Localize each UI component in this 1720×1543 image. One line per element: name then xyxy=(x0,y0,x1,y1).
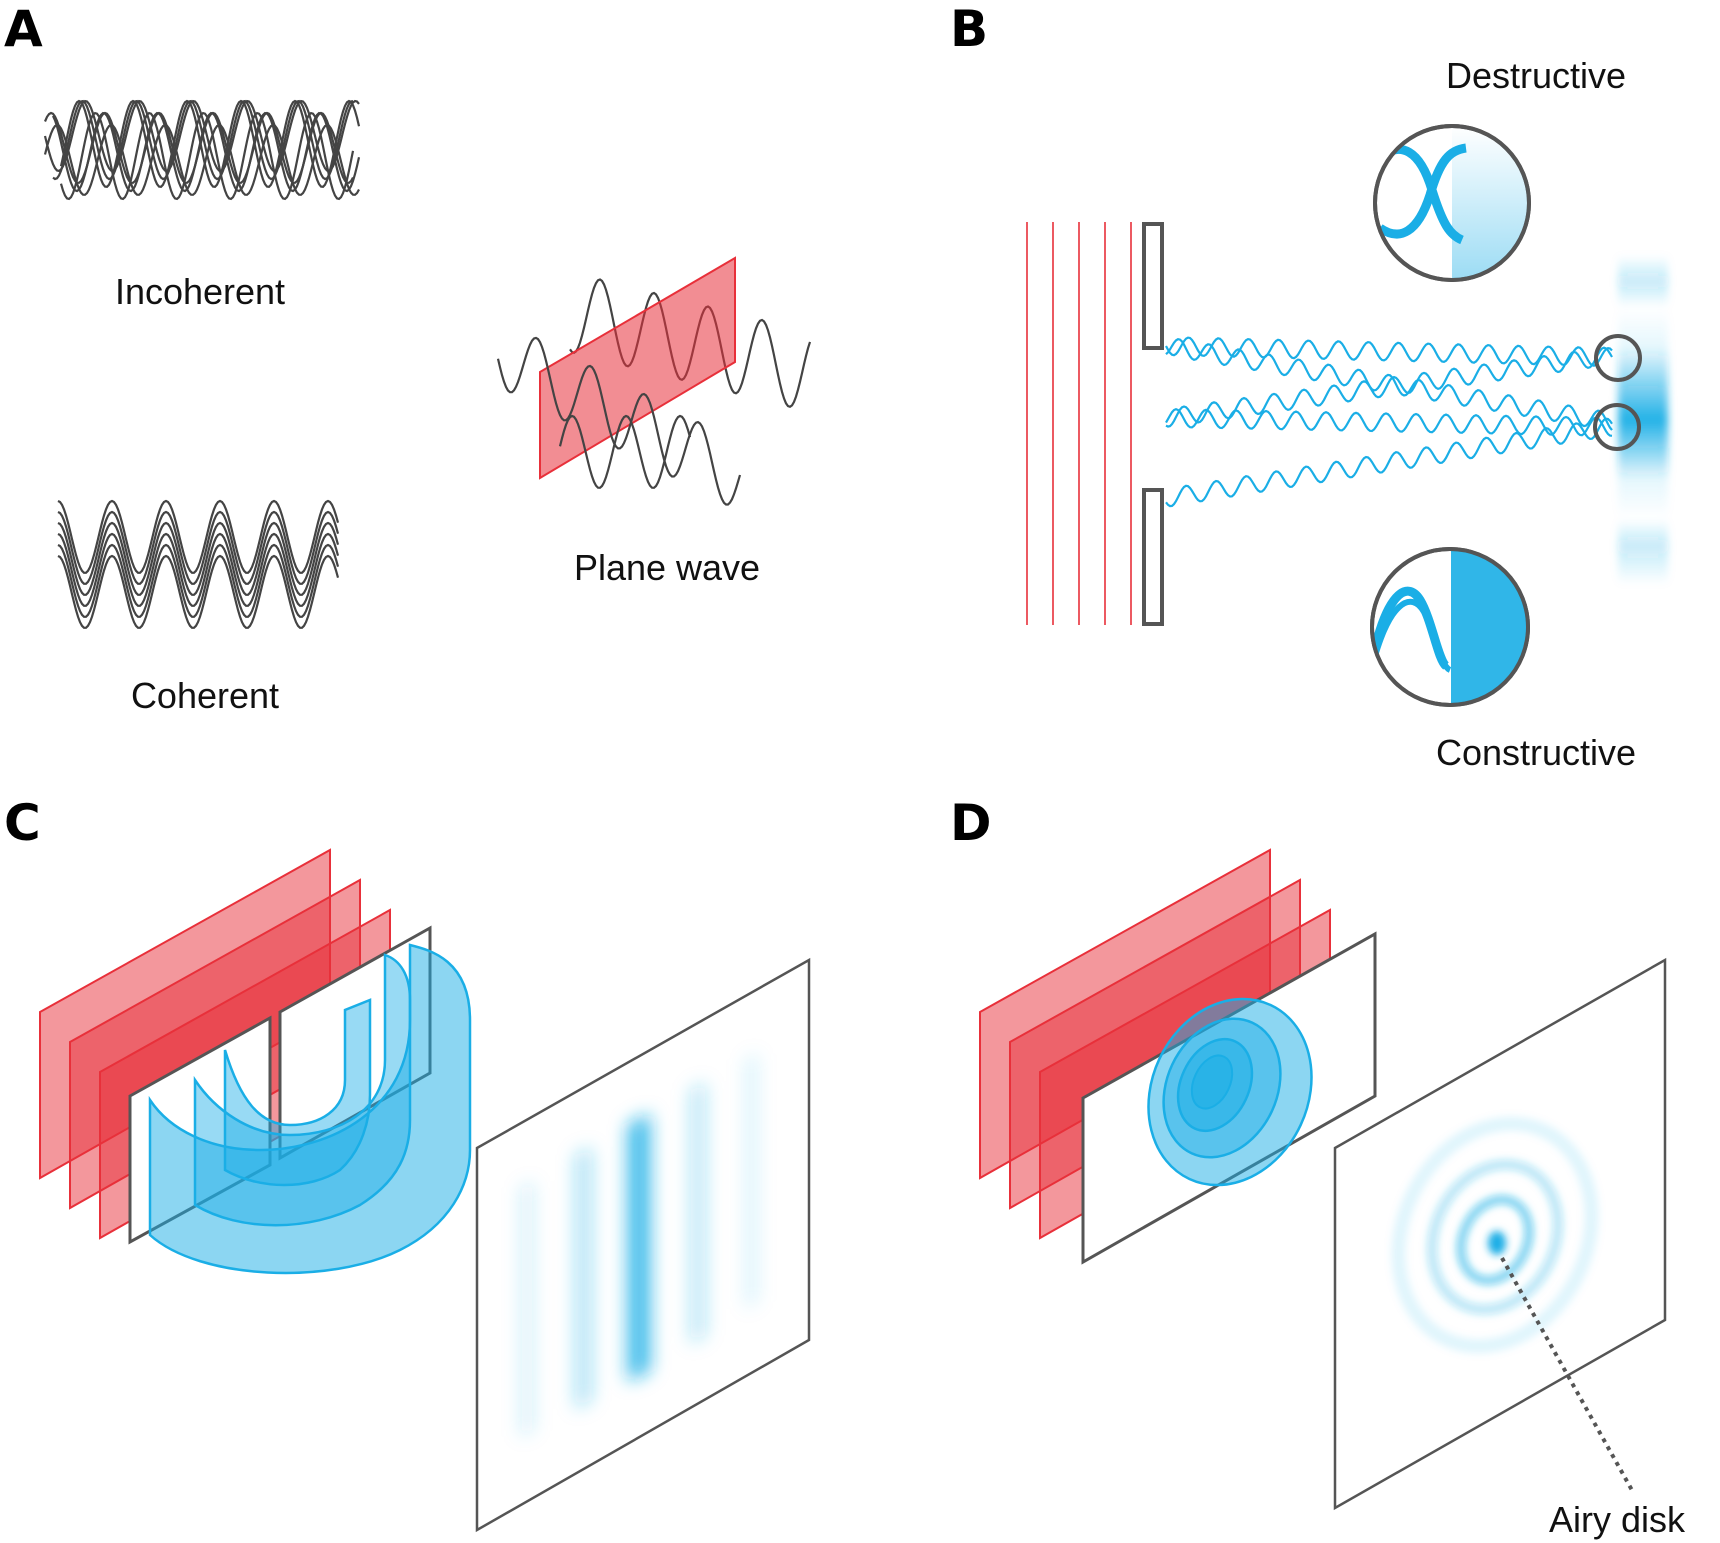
constructive-inset xyxy=(1370,547,1530,707)
coherent-label: Coherent xyxy=(131,675,279,716)
panel-a: A Incoherent Coherent Plane wave xyxy=(4,0,812,716)
plane-wave-train xyxy=(496,336,742,506)
diffracted-wave xyxy=(1165,346,1613,428)
panel-d: D Airy disk xyxy=(950,794,1686,1540)
incident-wavefronts xyxy=(1026,222,1132,625)
screen-d xyxy=(1333,957,1667,1511)
destructive-inset xyxy=(1373,124,1531,282)
interference-screen xyxy=(1618,255,1668,585)
barrier-bottom xyxy=(1142,488,1164,626)
coherent-wave xyxy=(57,532,340,607)
incoherent-wave xyxy=(51,111,361,193)
coherent-wave xyxy=(57,510,340,585)
diffracted-waves xyxy=(1165,336,1613,508)
panel-c-letter: C xyxy=(4,794,41,852)
incoherent-wave xyxy=(59,99,361,188)
coherent-waves xyxy=(57,499,340,629)
panel-d-letter: D xyxy=(950,794,992,852)
wavefront-plane xyxy=(539,256,736,480)
constructive-point-marker xyxy=(1593,403,1641,451)
incoherent-wave xyxy=(43,123,360,196)
airy-disk-label: Airy disk xyxy=(1549,1499,1686,1540)
barrier-top xyxy=(1142,222,1164,350)
panel-a-letter: A xyxy=(4,0,43,58)
panel-b: B Destructive xyxy=(950,0,1668,773)
plane-wave-label: Plane wave xyxy=(574,547,760,588)
incoherent-wave xyxy=(59,111,355,201)
diffracted-wave xyxy=(1165,336,1613,367)
incoherent-label: Incoherent xyxy=(115,271,285,312)
diffracted-wave xyxy=(1165,338,1613,431)
constructive-label: Constructive xyxy=(1436,732,1636,773)
coherent-wave xyxy=(57,543,340,618)
plane-wave-train xyxy=(558,414,692,489)
destructive-point-marker xyxy=(1594,334,1642,382)
incoherent-waves xyxy=(43,99,361,201)
panel-b-letter: B xyxy=(950,0,988,58)
coherent-wave xyxy=(57,554,340,629)
coherent-wave xyxy=(57,499,340,574)
screen-c xyxy=(475,957,811,1533)
panel-c: C xyxy=(4,794,811,1533)
spherical-wavefronts xyxy=(1147,997,1313,1187)
plane-wave-illustration xyxy=(496,256,812,506)
cylindrical-wavefronts xyxy=(148,943,472,1275)
coherent-wave xyxy=(57,521,340,596)
diffracted-wave xyxy=(1165,408,1613,437)
diffracted-wave xyxy=(1165,417,1613,508)
destructive-label: Destructive xyxy=(1446,55,1626,96)
